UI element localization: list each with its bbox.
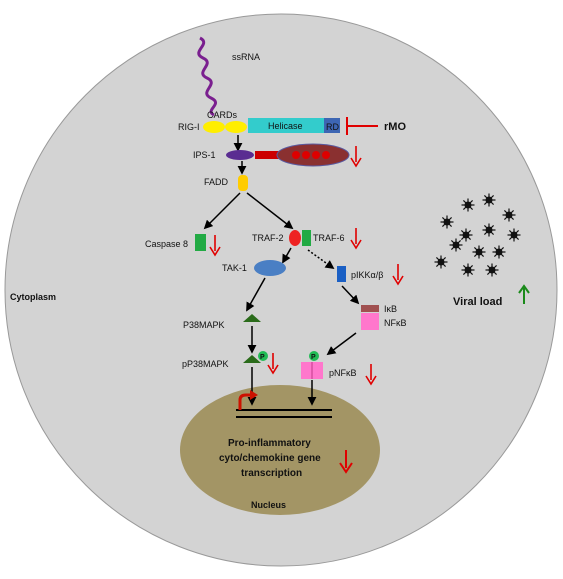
phosphate-icon: [309, 351, 319, 361]
traf2-label: TRAF-2: [252, 233, 284, 243]
nucleus-text-line2: cyto/chemokine gene: [219, 453, 321, 464]
ips1-card: [226, 150, 254, 160]
virus-icon: [482, 193, 496, 207]
virus-icon: [461, 263, 475, 277]
phosphate-label: P: [260, 354, 265, 361]
mito-dot: [302, 151, 310, 159]
down-arrow-icon: [209, 235, 221, 257]
down-arrow-icon: [339, 450, 353, 474]
traf6-protein: [302, 230, 311, 246]
nfkb-protein: [361, 313, 379, 330]
tak1-protein: [254, 260, 286, 276]
ssrna-strand: [197, 36, 218, 117]
down-arrow-icon: [350, 228, 362, 250]
nucleus: [180, 385, 380, 515]
pp38mapk-protein: [243, 355, 261, 363]
p38mapk-protein: [243, 314, 261, 322]
p38mapk-label: P38MAPK: [183, 320, 225, 330]
rmo-label: rMO: [384, 121, 406, 133]
phosphate-icon: [258, 351, 268, 361]
virus-icon: [440, 215, 454, 229]
helicase-label: Helicase: [268, 121, 303, 131]
rigi-label: RIG-I: [178, 122, 200, 132]
transcription-arrowhead: [250, 390, 258, 400]
pikk-label: pIKKα/β: [351, 270, 383, 280]
helicase-domain: [248, 118, 324, 133]
rd-label: RD: [326, 122, 339, 132]
nucleus-text-line3: transcription: [241, 468, 302, 479]
virus-icon: [434, 255, 448, 269]
mito-dot: [322, 151, 330, 159]
ikb-protein: [361, 305, 379, 312]
virus-icon: [459, 228, 473, 242]
transcription-start-arrow: [238, 393, 252, 410]
caspase8-protein: [195, 234, 206, 251]
ssrna-label: ssRNA: [232, 52, 260, 62]
pikk-protein: [337, 266, 346, 282]
cell-body: [4, 13, 558, 567]
down-arrow-icon: [392, 264, 404, 286]
fadd-protein: [238, 175, 248, 191]
traf2-protein: [289, 230, 301, 246]
virus-icon: [492, 245, 506, 259]
arrow-fadd-traf: [246, 192, 294, 230]
nfkb-label: NFκB: [384, 318, 407, 328]
card-domain-2: [225, 121, 247, 133]
rd-domain: [324, 118, 340, 133]
tak1-label: TAK-1: [222, 263, 247, 273]
arrow-fadd-caspase8: [203, 192, 241, 230]
virus-icon: [472, 245, 486, 259]
mito-dot: [312, 151, 320, 159]
down-arrow-icon: [350, 146, 362, 168]
viral-load-label: Viral load: [453, 296, 502, 308]
up-arrow-icon: [518, 284, 530, 304]
pnfkb-label: pNFκB: [329, 368, 357, 378]
virus-icon: [482, 223, 496, 237]
arrow-nfkb-pnfkb: [326, 332, 357, 356]
virus-icon: [461, 198, 475, 212]
nucleus-label: Nucleus: [251, 500, 286, 510]
fadd-label: FADD: [204, 177, 229, 187]
down-arrow-icon: [365, 364, 377, 386]
cytoplasm-label: Cytoplasm: [10, 292, 56, 302]
card-domain-1: [203, 121, 225, 133]
phosphate-label: P: [311, 354, 316, 361]
virus-icon: [449, 238, 463, 252]
virus-icon: [507, 228, 521, 242]
virus-icon: [502, 208, 516, 222]
ips1-transmembrane: [255, 151, 281, 159]
down-arrow-icon: [267, 353, 279, 375]
dotted-arrow-traf-pikk: [307, 249, 335, 270]
arrow-pikk-nfkb: [341, 285, 360, 305]
caspase8-label: Caspase 8: [145, 239, 188, 249]
arrow-tak1-p38: [246, 277, 266, 312]
pp38mapk-label: pP38MAPK: [182, 359, 229, 369]
virus-cluster: [434, 193, 521, 277]
ips1-label: IPS-1: [193, 150, 216, 160]
ikb-label: IκB: [384, 304, 397, 314]
mito-dot: [292, 151, 300, 159]
cards-label: CARDs: [207, 110, 238, 120]
virus-icon: [485, 263, 499, 277]
nucleus-text-line1: Pro-inflammatory: [228, 438, 311, 449]
arrow-traf-tak1: [282, 247, 292, 264]
traf6-label: TRAF-6: [313, 233, 345, 243]
